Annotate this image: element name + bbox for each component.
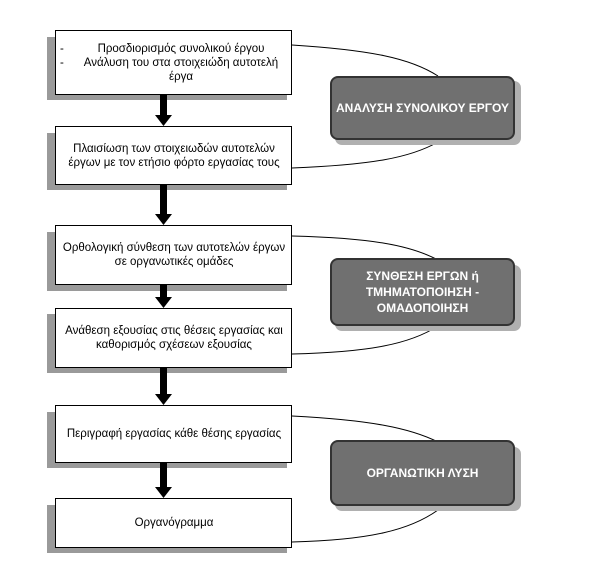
phase-1-box xyxy=(330,76,515,140)
step-5-box xyxy=(55,405,292,463)
step-2-text: Πλαισίωση των στοιχειωδών αυτοτελών έργω… xyxy=(68,142,280,169)
bracket-2-bottom xyxy=(291,325,439,355)
phase-boxes xyxy=(330,76,515,506)
bracket-1-bottom xyxy=(291,141,439,169)
step-1-text: Προσδιορισμός συνολικού έργου Ανάλυση το… xyxy=(58,32,290,93)
phase-3-label: ΟΡΓΑΝΩΤΙΚΗ ΛΥΣΗ xyxy=(366,466,479,480)
step-2-box xyxy=(55,126,292,185)
phase-brackets xyxy=(291,44,439,543)
bracket-1-top xyxy=(291,44,439,77)
arrow-3 xyxy=(155,285,172,308)
step-3-text: Ορθολογική σύνθεση των αυτοτελών έργων σ… xyxy=(62,242,286,268)
step-1-bullets: Προσδιορισμός συνολικού έργου Ανάλυση το… xyxy=(58,42,290,84)
step-1-bullet-1: Προσδιορισμός συνολικού έργου xyxy=(58,42,290,56)
arrow-2 xyxy=(155,185,172,225)
step-4-text: Ανάθεση εξουσίας στις θέσεις εργασίας κα… xyxy=(65,325,283,351)
bracket-2-top xyxy=(291,235,439,261)
arrow-4 xyxy=(155,368,172,405)
step-4-box xyxy=(55,308,292,368)
step-3-box xyxy=(55,225,292,285)
phase-2-label: ΣΥΝΘΕΣΗ ΕΡΓΩΝ ή ΤΜΗΜΑΤΟΠΟΙΗΣΗ - ΟΜΑΔΟΠΟΙ… xyxy=(365,269,480,315)
step-6-box xyxy=(55,498,292,548)
arrows xyxy=(155,95,172,498)
phase-1-label: ΑΝΑΛΥΣΗ ΣΥΝΟΛΙΚΟΥ ΕΡΓΟΥ xyxy=(336,101,510,115)
step-5-text: Περιγραφή εργασίας κάθε θέσης εργασίας xyxy=(66,428,282,440)
phase-2-box xyxy=(330,258,515,326)
arrow-5 xyxy=(155,463,172,498)
bracket-3-bottom xyxy=(291,509,439,543)
bracket-3-top xyxy=(291,415,439,443)
arrow-1 xyxy=(155,95,172,126)
step-1-bullet-2: Ανάλυση του στα στοιχειώδη αυτοτελή έργα xyxy=(58,56,290,84)
phase-3-box xyxy=(330,440,515,506)
step-6-text: Οργανόγραμμα xyxy=(134,517,214,529)
